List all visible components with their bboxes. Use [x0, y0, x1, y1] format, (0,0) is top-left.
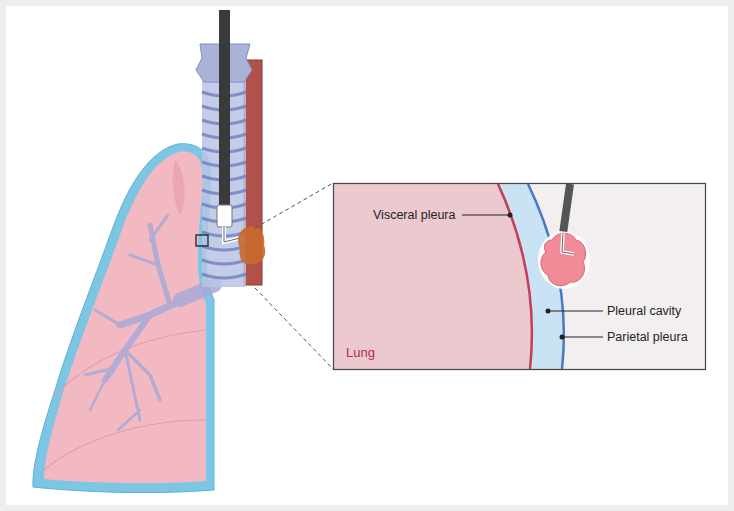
- inset-background: [334, 184, 705, 369]
- part-label: Parietal pleura: [607, 330, 688, 344]
- zoom-line: [255, 183, 333, 228]
- lung-pleura-outline: [33, 144, 214, 493]
- zoom-marker: [196, 235, 208, 246]
- zoom-line: [255, 288, 333, 369]
- leader-dot: [560, 335, 565, 340]
- tumor: [238, 226, 265, 264]
- inset-needle: [562, 233, 574, 254]
- region-label: Lung: [346, 346, 375, 360]
- leader-line: [548, 311, 603, 312]
- leader-dot: [508, 213, 513, 218]
- tumor-halo: [538, 231, 590, 289]
- leader-line: [462, 215, 510, 216]
- inset-tumor: [541, 233, 586, 286]
- inset-needle: [562, 233, 574, 254]
- visceral-pleura-line: [498, 184, 532, 369]
- part-label: Pleural cavity: [607, 304, 681, 318]
- bronchial-tree: [85, 215, 215, 430]
- part-label: Visceral pleura: [373, 208, 455, 222]
- inset-frame: [334, 184, 706, 370]
- needle: [224, 227, 240, 242]
- lung-body: [44, 152, 206, 484]
- inset-endoscope: [559, 184, 574, 232]
- lung-tissue: [334, 184, 532, 369]
- endoscope-shaft: [219, 10, 230, 210]
- endoscope-tip: [217, 205, 232, 227]
- leader-dot: [546, 309, 551, 314]
- lung-fissure: [44, 420, 206, 470]
- needle: [224, 227, 240, 242]
- lung-apex-shade: [173, 160, 185, 215]
- leader-line: [562, 337, 603, 338]
